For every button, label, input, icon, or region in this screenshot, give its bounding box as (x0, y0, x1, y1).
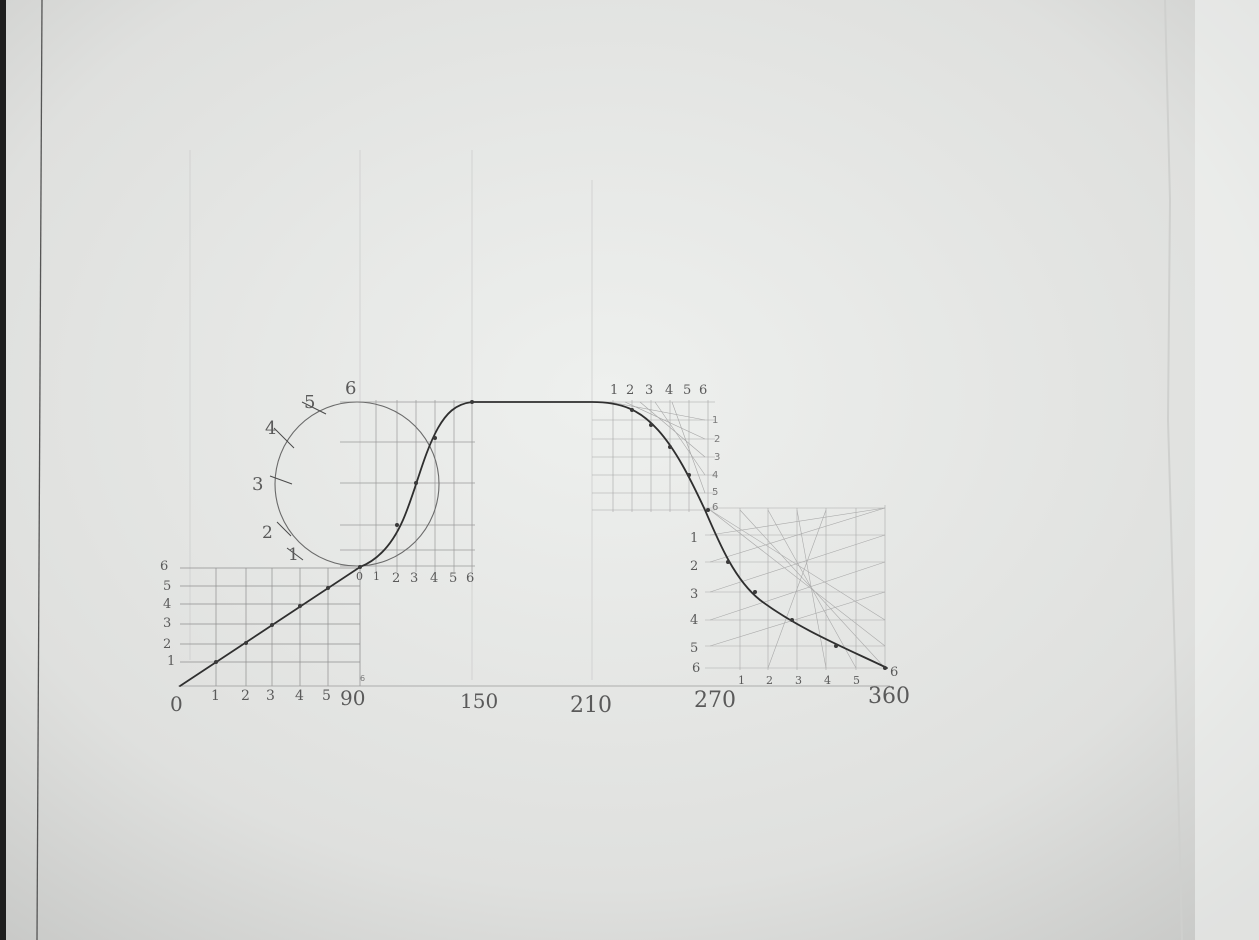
return-right-1: 1 (712, 415, 718, 426)
return-bottom-1: 1 (738, 674, 745, 687)
return-left-2: 2 (690, 559, 698, 574)
return-grid-lower (705, 505, 886, 670)
x-label-90-mark: 6 (360, 674, 365, 683)
return-top-1: 1 (610, 383, 618, 398)
circle-label-1: 1 (288, 545, 299, 565)
return-top-3: 3 (645, 383, 653, 398)
left-label-1: 1 (167, 654, 175, 669)
return-left-4: 4 (690, 613, 698, 628)
return-grid-upper (592, 400, 715, 512)
circle-label-4: 4 (265, 418, 276, 439)
return-left-6: 6 (692, 661, 700, 676)
left-label-6: 6 (160, 559, 168, 574)
x-label-90: 90 (340, 686, 365, 710)
curve-points (214, 400, 887, 670)
return-top-2: 2 (626, 383, 634, 398)
return-right-6: 6 (712, 502, 718, 513)
return-right-4: 4 (712, 470, 718, 481)
return-bottom-6: 6 (890, 665, 898, 680)
paper-fold-line (36, 0, 43, 940)
return-left-1: 1 (690, 531, 698, 546)
return-left-labels: 1 2 3 4 5 6 (690, 531, 700, 676)
return-right-labels: 1 2 3 4 5 6 (712, 415, 720, 513)
x-label-3: 3 (266, 688, 275, 704)
return-bottom-labels: 1 2 3 4 5 6 (738, 665, 898, 687)
rise-label-4: 4 (430, 571, 438, 586)
x-label-0: 0 (170, 692, 183, 716)
circle-label-2: 2 (262, 523, 273, 543)
rise-label-1: 1 (373, 570, 380, 583)
left-label-2: 2 (163, 637, 171, 652)
circle-label-6: 6 (345, 378, 356, 399)
rise-label-6: 6 (466, 571, 474, 586)
return-right-3: 3 (714, 452, 720, 463)
x-label-360: 360 (868, 684, 910, 709)
rise-label-5: 5 (449, 571, 457, 586)
left-label-4: 4 (163, 597, 171, 612)
return-bottom-5: 5 (853, 674, 860, 687)
x-label-210: 210 (570, 693, 612, 718)
rise-label-0: 0 (356, 570, 363, 583)
x-label-270: 270 (694, 688, 736, 713)
circle-division-ticks (269, 401, 327, 561)
left-label-5: 5 (163, 579, 171, 594)
x-label-4: 4 (295, 688, 304, 704)
paper-background (6, 0, 1259, 940)
return-left-3: 3 (690, 587, 698, 602)
return-bottom-3: 3 (795, 674, 802, 687)
return-right-5: 5 (712, 487, 718, 498)
left-border (0, 0, 6, 940)
construction-circle (274, 401, 440, 567)
x-label-150: 150 (460, 689, 498, 713)
return-bottom-4: 4 (824, 674, 831, 687)
paper-edge-glare (1195, 0, 1259, 940)
rise-grid-left (180, 567, 361, 686)
rise-label-3: 3 (410, 571, 418, 586)
circle-label-5: 5 (304, 392, 315, 413)
circle-labels: 1 2 3 4 5 6 (252, 378, 356, 565)
rise-label-2: 2 (392, 571, 400, 586)
x-label-5: 5 (322, 688, 331, 704)
return-top-5: 5 (683, 383, 691, 398)
return-top-4: 4 (665, 383, 673, 398)
x-label-1: 1 (211, 688, 220, 704)
displacement-curve (179, 401, 888, 687)
paper-crease (1164, 0, 1183, 940)
circle-label-3: 3 (252, 474, 263, 495)
left-grid-labels: 1 2 3 4 5 6 (160, 559, 175, 669)
x-label-2: 2 (241, 688, 250, 704)
left-label-3: 3 (163, 616, 171, 631)
return-right-2: 2 (714, 434, 720, 445)
return-left-5: 5 (690, 641, 698, 656)
rise-grid-labels: 0 1 2 3 4 5 6 (356, 570, 474, 586)
return-top-labels: 1 2 3 4 5 6 (610, 383, 707, 398)
return-top-6: 6 (699, 383, 707, 398)
return-bottom-2: 2 (766, 674, 773, 687)
